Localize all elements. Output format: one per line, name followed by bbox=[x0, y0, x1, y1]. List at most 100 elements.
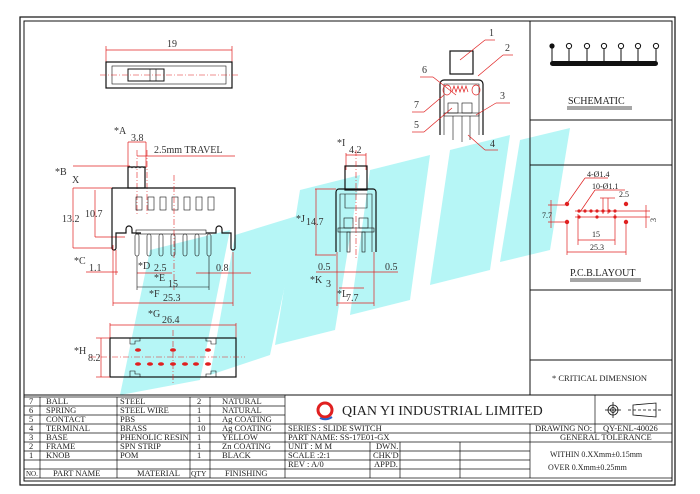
bom-cell-qty: 2 bbox=[197, 396, 201, 406]
bom-cell-no: 5 bbox=[29, 414, 33, 424]
svg-text:25.3: 25.3 bbox=[163, 293, 181, 304]
svg-text:*C: *C bbox=[74, 256, 86, 267]
callout-1: 1 bbox=[489, 28, 494, 39]
svg-text:APPD.: APPD. bbox=[374, 459, 398, 469]
callout-5: 5 bbox=[414, 120, 419, 131]
svg-text:*J: *J bbox=[296, 214, 305, 225]
svg-text:10.7: 10.7 bbox=[85, 209, 103, 220]
front-view: *A 3.8 2.5mm TRAVEL *B X 13.2 10.7 bbox=[55, 126, 251, 306]
svg-text:*B: *B bbox=[55, 167, 67, 178]
bom-cell-qty: 1 bbox=[197, 414, 201, 424]
svg-text:FINISHING: FINISHING bbox=[225, 468, 268, 478]
bom-row: 5 CONTACT PBS 1 Ag COATING bbox=[29, 414, 272, 424]
svg-text:WITHIN 0.XXmm±0.15mm: WITHIN 0.XXmm±0.15mm bbox=[550, 450, 643, 459]
bom-cell-no: 7 bbox=[29, 396, 33, 406]
bom-cell-finishing: NATURAL bbox=[222, 396, 262, 406]
inner-frame bbox=[23, 20, 673, 482]
svg-text:15: 15 bbox=[168, 279, 178, 290]
bom-cell-part: FRAME bbox=[46, 441, 75, 451]
bom-cell-part: SPRING bbox=[46, 405, 76, 415]
bom-cell-no: 1 bbox=[29, 450, 33, 460]
bom-cell-finishing: Ag COATING bbox=[222, 414, 272, 424]
svg-text:*A: *A bbox=[114, 126, 127, 137]
svg-text:*D: *D bbox=[138, 261, 150, 272]
svg-text:14.7: 14.7 bbox=[306, 217, 324, 228]
bom-cell-material: PHENOLIC RESIN bbox=[120, 432, 189, 442]
svg-text:*K: *K bbox=[310, 275, 323, 286]
svg-text:*L: *L bbox=[337, 289, 348, 300]
bom-cell-material: PBS bbox=[120, 414, 135, 424]
critical-dimension-note: * CRITICAL DIMENSION bbox=[552, 373, 647, 383]
bom-cell-qty: 1 bbox=[197, 441, 201, 451]
callout-6: 6 bbox=[422, 65, 427, 76]
svg-text:3: 3 bbox=[649, 218, 658, 222]
svg-text:0.5: 0.5 bbox=[385, 262, 398, 273]
callout-3: 3 bbox=[500, 91, 505, 102]
bom-cell-no: 6 bbox=[29, 405, 33, 415]
unit: UNIT : M M bbox=[288, 441, 332, 451]
svg-text:2.5: 2.5 bbox=[154, 263, 167, 274]
watermark bbox=[120, 128, 570, 395]
svg-text:*E: *E bbox=[154, 273, 165, 284]
callout-4: 4 bbox=[490, 139, 495, 150]
bom-cell-qty: 1 bbox=[197, 432, 201, 442]
callout-7: 7 bbox=[414, 100, 419, 111]
bom-cell-part: BASE bbox=[46, 432, 68, 442]
bom-cell-part: KNOB bbox=[46, 450, 70, 460]
svg-text:MATERIAL: MATERIAL bbox=[137, 468, 180, 478]
projection-symbol bbox=[605, 402, 662, 418]
bom-cell-finishing: Zn COATING bbox=[222, 441, 271, 451]
drawing-number: QY-ENL-40026 bbox=[603, 423, 658, 433]
svg-text:GENERAL TOLERANCE: GENERAL TOLERANCE bbox=[560, 432, 652, 442]
top-view: 19 bbox=[100, 39, 240, 89]
revision: REV : A/0 bbox=[288, 459, 324, 469]
svg-text:1.1: 1.1 bbox=[89, 263, 102, 274]
company-name: QIAN YI INDUSTRIAL LIMITED bbox=[342, 404, 543, 419]
bom-cell-part: BALL bbox=[46, 396, 68, 406]
bom-cell-finishing: BLACK bbox=[222, 450, 252, 460]
bom-cell-qty: 1 bbox=[197, 405, 201, 415]
svg-text:2.5mm TRAVEL: 2.5mm TRAVEL bbox=[154, 145, 223, 156]
bom-cell-material: POM bbox=[120, 450, 139, 460]
pcb-layout: 4-Ø1.4 10-Ø1.1 2.5 7.7 3 15 25.3 P.C.B.L… bbox=[542, 170, 658, 282]
svg-text:PART NAME: PART NAME bbox=[53, 468, 100, 478]
svg-text:*F: *F bbox=[149, 289, 160, 300]
svg-text:*G: *G bbox=[148, 309, 160, 320]
bom-cell-material: STEEL WIRE bbox=[120, 405, 169, 415]
svg-text:0.8: 0.8 bbox=[216, 263, 229, 274]
bom-cell-part: CONTACT bbox=[46, 414, 86, 424]
bom-cell-material: STEEL bbox=[120, 396, 146, 406]
svg-text:DRAWING NO:: DRAWING NO: bbox=[535, 423, 592, 433]
svg-text:4-Ø1.4: 4-Ø1.4 bbox=[587, 170, 609, 179]
svg-text:7.7: 7.7 bbox=[346, 293, 359, 304]
callout-2: 2 bbox=[505, 43, 510, 54]
pcb-layout-title: P.C.B.LAYOUT bbox=[570, 268, 635, 279]
bom-cell-part: TERMINAL bbox=[46, 423, 90, 433]
bom-cell-no: 4 bbox=[29, 423, 34, 433]
svg-text:4.2: 4.2 bbox=[349, 145, 362, 156]
svg-text:*I: *I bbox=[337, 138, 345, 149]
side-view: *I 4.2 *J 14.7 0.5 0.5 *K 3 *L 7.7 bbox=[296, 138, 398, 306]
outer-frame bbox=[19, 16, 676, 486]
svg-text:26.4: 26.4 bbox=[162, 315, 180, 326]
schematic-title: SCHEMATIC bbox=[568, 96, 625, 107]
series: SERIES : SLIDE SWITCH bbox=[288, 423, 382, 433]
svg-text:15: 15 bbox=[592, 230, 600, 239]
svg-text:25.3: 25.3 bbox=[590, 243, 604, 252]
svg-text:13.2: 13.2 bbox=[62, 214, 80, 225]
svg-text:CHK'D: CHK'D bbox=[373, 450, 399, 460]
svg-text:3: 3 bbox=[326, 279, 331, 290]
svg-text:QTY: QTY bbox=[191, 469, 207, 478]
bom-cell-material: SPN STRIP bbox=[120, 441, 161, 451]
top-width-dim: 19 bbox=[167, 39, 177, 50]
svg-text:X: X bbox=[72, 175, 80, 186]
svg-text:*H: *H bbox=[74, 346, 86, 357]
svg-text:DWN.: DWN. bbox=[376, 441, 398, 451]
bom-cell-qty: 1 bbox=[197, 450, 201, 460]
bom-cell-finishing: Ag COATING bbox=[222, 423, 272, 433]
